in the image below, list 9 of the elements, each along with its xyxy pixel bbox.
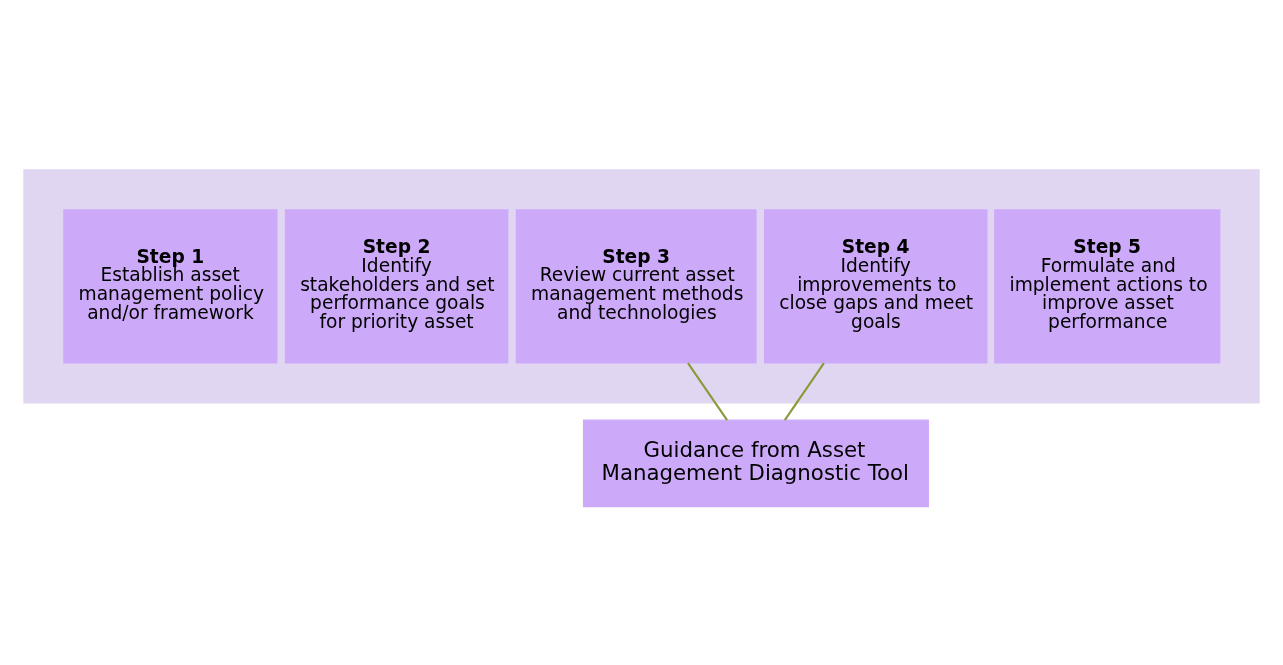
cluster xyxy=(23,168,1260,404)
connector xyxy=(783,362,825,421)
node-box: Step 3 Review current asset management methods and technologies xyxy=(515,208,757,364)
node-box: Step 5 Formulate and implement actions to improve asset performance xyxy=(994,208,1221,364)
connector xyxy=(687,362,728,421)
node-box: Guidance from Asset Management Diagnostic Tool xyxy=(582,419,929,507)
node-box: Step 2 Identify stakeholders and set performance goals for priority asset xyxy=(284,208,509,364)
node-box: Step 4 Identify improvements to close gaps and meet goals xyxy=(763,208,988,364)
node-box: Step 1 Establish asset management policy and/or framework xyxy=(63,208,278,364)
